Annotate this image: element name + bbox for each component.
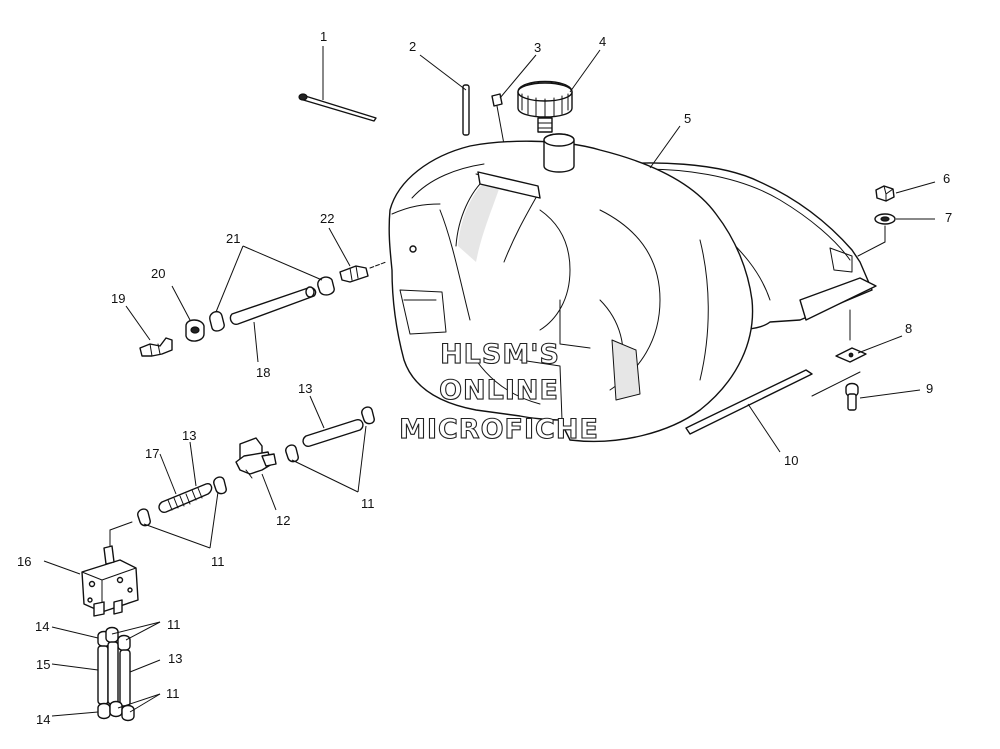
part-7-washer: [857, 213, 896, 257]
callout-3: 3: [534, 40, 541, 55]
callout-11-d: 11: [166, 686, 180, 701]
callout-8: 8: [905, 321, 912, 336]
callout-11-b: 11: [211, 554, 225, 569]
callout-6: 6: [943, 171, 950, 186]
part-13-hose-upper: [302, 418, 364, 448]
callout-11-a: 11: [361, 496, 375, 511]
callout-12: 12: [276, 513, 290, 528]
callout-14-b: 14: [36, 712, 50, 727]
part-lower-hoses: [97, 626, 135, 722]
part-19-fitting: [139, 337, 173, 357]
part-8-pad: [835, 309, 867, 363]
part-1-cable-tie: [298, 93, 377, 122]
callout-19: 19: [111, 291, 125, 306]
part-12-petcock: [235, 437, 277, 479]
part-2-vent-pin: [462, 84, 470, 136]
callout-17: 17: [145, 446, 159, 461]
part-9-bolt: [811, 371, 861, 411]
part-18-hose: [229, 286, 317, 326]
callout-5: 5: [684, 111, 691, 126]
part-11-clamps-upper: [285, 406, 375, 463]
part-11-clamps-middle: [137, 476, 227, 527]
callout-11-c: 11: [167, 617, 181, 632]
watermark-line-2: ONLINE: [439, 375, 559, 406]
callout-15: 15: [36, 657, 50, 672]
callout-numbers: 1 2 3 4 5 6 7 8 9 10 11 11 11 11 12 13 1…: [17, 29, 952, 727]
callout-4: 4: [599, 34, 606, 49]
leader-lines: [43, 46, 936, 717]
callout-13-c: 13: [168, 651, 182, 666]
watermark-line-3: MICROFICHE: [399, 414, 599, 445]
callout-22: 22: [320, 211, 334, 226]
callout-1: 1: [320, 29, 327, 44]
callout-14-a: 14: [35, 619, 49, 634]
callout-2: 2: [409, 39, 416, 54]
part-5-fuel-tank: [388, 133, 877, 443]
part-16-fuel-pump: [81, 521, 139, 617]
callout-18: 18: [256, 365, 270, 380]
watermark: HLSM'S ONLINE MICROFICHE: [399, 338, 599, 445]
part-20-grommet: [185, 319, 205, 342]
part-21-clamps: [209, 276, 335, 332]
callout-7: 7: [945, 210, 952, 225]
part-6-nut: [875, 185, 895, 202]
callout-16: 16: [17, 554, 31, 569]
part-22-fitting: [339, 261, 387, 283]
part-4-fuel-cap: [517, 80, 573, 133]
watermark-line-1: HLSM'S: [440, 339, 560, 370]
part-10-strip: [685, 369, 813, 435]
callout-13-a: 13: [298, 381, 312, 396]
part-17-spring: [158, 482, 213, 514]
callout-13-b: 13: [182, 428, 196, 443]
callout-21: 21: [226, 231, 240, 246]
callout-10: 10: [784, 453, 798, 468]
callout-20: 20: [151, 266, 165, 281]
callout-9: 9: [926, 381, 933, 396]
